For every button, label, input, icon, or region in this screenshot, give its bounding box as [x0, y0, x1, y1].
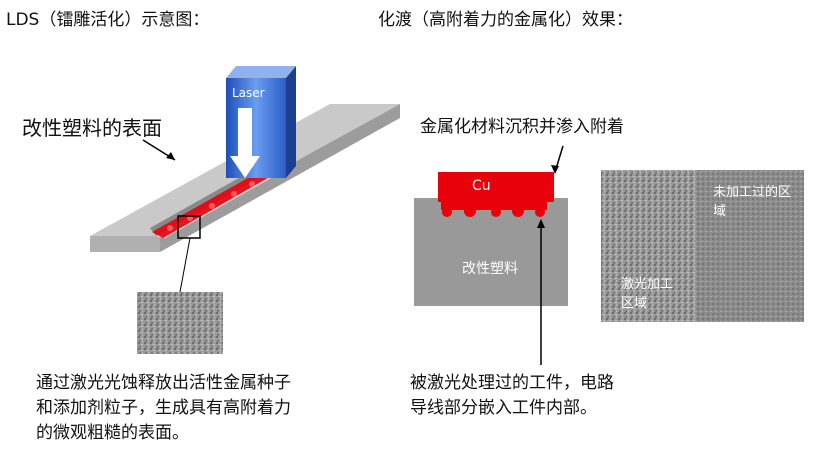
laser-label: Laser: [232, 86, 265, 100]
cu-layer: [438, 172, 554, 202]
left-caption: 通过激光光蚀释放出活性金属种子 和添加剂粒子，生成具有高附着力 的微观粗糙的表面…: [36, 371, 376, 446]
left-title: LDS（镭雕活化）示意图：: [6, 10, 210, 30]
plastic-block: [414, 198, 568, 306]
right-caption-line: 导线部分嵌入工件内部。: [410, 398, 597, 418]
zoom-line: [179, 237, 191, 293]
cu-label: Cu: [472, 178, 491, 194]
processed-area-label: 激光加工区域: [621, 277, 674, 311]
right-title: 化渡（高附着力的金属化）效果：: [378, 10, 633, 30]
left-caption-line: 通过激光光蚀释放出活性金属种子: [36, 373, 291, 393]
plastic-surface-label: 改性塑料的表面: [22, 116, 162, 140]
left-caption-line: 的微观粗糙的表面。: [36, 423, 189, 443]
zoom-box: [177, 215, 201, 239]
deposit-label: 金属化材料沉积并渗入附着: [420, 117, 624, 137]
surface-micrograph: [137, 292, 223, 354]
unprocessed-area-label: 未加工过的区域: [713, 185, 792, 219]
processed-micrograph: [601, 170, 696, 322]
laser-activated-groove: [152, 170, 273, 238]
laser-head: [226, 66, 296, 178]
unprocessed-micrograph: [696, 170, 804, 322]
cu-anchors: [441, 200, 547, 217]
right-caption-line: 被激光处理过的工件，电路: [410, 373, 614, 393]
left-caption-line: 和添加剂粒子，生成具有高附着力: [36, 398, 291, 418]
plastic-block-label: 改性塑料: [462, 261, 518, 277]
right-caption: 被激光处理过的工件，电路 导线部分嵌入工件内部。: [410, 371, 740, 421]
